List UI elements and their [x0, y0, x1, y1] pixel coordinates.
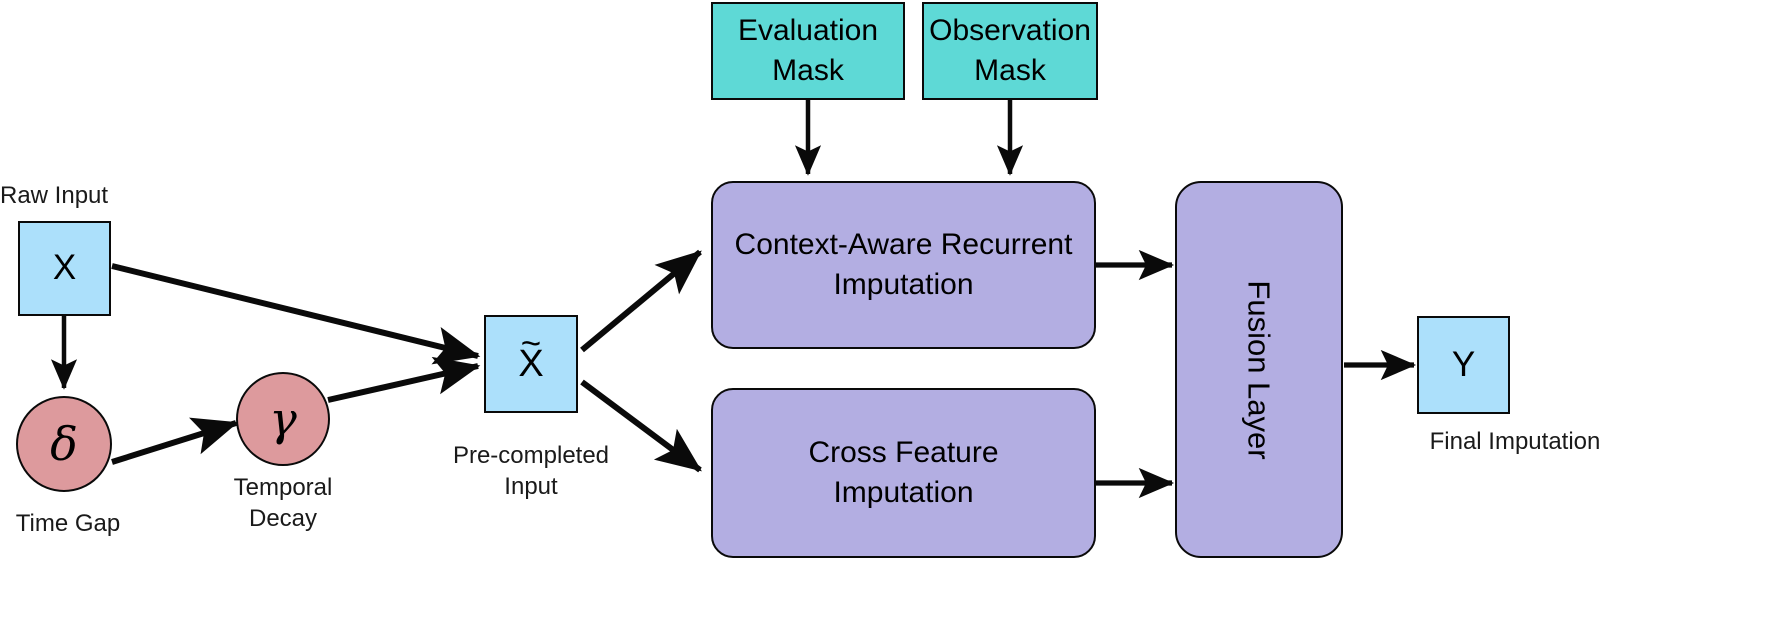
final-output-caption: Final Imputation: [1429, 428, 1601, 455]
pre-completed-node[interactable]: ~ X: [484, 315, 578, 413]
raw-input-node[interactable]: X: [18, 221, 111, 316]
observation-mask-label: Observation Mask: [929, 14, 1091, 87]
context-aware-label: Context-Aware Recurrent Imputation: [734, 228, 1073, 301]
raw-input-caption: Raw Input: [0, 182, 109, 209]
evaluation-mask-label: Evaluation Mask: [737, 14, 879, 87]
context-aware-node[interactable]: Context-Aware Recurrent Imputation: [711, 181, 1096, 349]
time-gap-caption: Time Gap: [15, 510, 121, 537]
fusion-layer-node[interactable]: Fusion Layer: [1175, 181, 1343, 558]
pre-completed-label: X: [518, 343, 544, 385]
final-output-node[interactable]: Y: [1417, 316, 1510, 414]
temporal-decay-caption: Temporal Decay: [233, 474, 333, 533]
raw-input-label: X: [52, 248, 77, 288]
edge-raw-input-to-pre-completed: [111, 263, 481, 365]
final-output-label: Y: [1451, 344, 1476, 384]
cross-feature-node[interactable]: Cross Feature Imputation: [711, 388, 1096, 558]
edge-time-gap-to-temporal-decay: [111, 417, 239, 465]
pre-completed-label-wrap: ~ X: [518, 326, 544, 385]
cross-feature-label: Cross Feature Imputation: [808, 436, 999, 509]
temporal-decay-node[interactable]: γ: [236, 372, 330, 466]
edge-pre-completed-to-context-aware: [580, 249, 702, 353]
tilde-accent: ~: [520, 323, 542, 363]
observation-mask-node[interactable]: Observation Mask: [922, 2, 1098, 100]
fusion-layer-label: Fusion Layer: [1242, 279, 1277, 460]
edge-temporal-decay-to-pre-completed: [327, 356, 481, 403]
time-gap-label: δ: [50, 417, 78, 471]
time-gap-node[interactable]: δ: [16, 396, 112, 492]
pre-completed-caption: Pre-completed Input: [452, 442, 610, 501]
temporal-decay-label: γ: [269, 392, 297, 446]
evaluation-mask-node[interactable]: Evaluation Mask: [711, 2, 905, 100]
